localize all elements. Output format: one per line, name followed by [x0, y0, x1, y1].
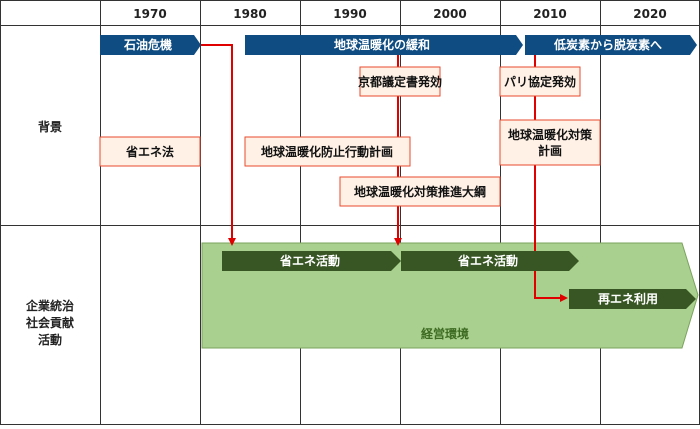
era-banner-oil-crisis [100, 35, 201, 55]
row-label-background: 背景 [38, 119, 62, 134]
year-header-1980: 1980 [233, 7, 266, 21]
event-box-energy-saving-law [99, 136, 201, 167]
year-header-1970: 1970 [133, 7, 166, 21]
activity-label-renewable: 再エネ利用 [598, 291, 658, 306]
event-box-kyoto [359, 66, 441, 97]
activity-arrow-energy-saving-1 [222, 251, 401, 271]
event-label-energy-saving-law: 省エネ法 [125, 144, 174, 159]
era-banner-mitigation [245, 35, 523, 55]
activity-label-energy-saving-1: 省エネ活動 [279, 253, 340, 268]
event-label-action-plan: 地球温暖化防止行動計画 [261, 144, 393, 159]
activity-arrow-renewable [569, 289, 696, 309]
row-label-corporate-line2: 社会貢献 [25, 315, 74, 330]
event-label-promotion-outline: 地球温暖化対策推進大綱 [354, 184, 486, 199]
era-label-oil-crisis: 石油危機 [123, 37, 172, 52]
event-box-promotion-outline [339, 176, 501, 207]
activity-arrow-energy-saving-2 [401, 251, 579, 271]
event-label-countermeasure-plan-line2: 計画 [538, 143, 562, 158]
era-banner-decarbonization [525, 35, 697, 55]
event-label-kyoto: 京都議定書発効 [358, 74, 442, 89]
era-label-mitigation: 地球温暖化の緩和 [334, 37, 430, 52]
year-header-1990: 1990 [333, 7, 366, 21]
event-box-countermeasure-plan [499, 119, 601, 166]
connector-oil-crisis [201, 44, 236, 246]
business-environment-label: 経営環境 [421, 326, 469, 341]
row-label-corporate-line1: 企業統治 [25, 298, 74, 313]
row-label-corporate-line3: 活動 [38, 332, 62, 347]
event-box-action-plan [244, 136, 411, 167]
year-header-2020: 2020 [633, 7, 666, 21]
activity-label-energy-saving-2: 省エネ活動 [457, 253, 518, 268]
event-box-paris [499, 66, 581, 97]
era-label-decarbonization: 低炭素から脱炭素へ [553, 37, 662, 52]
year-header-2010: 2010 [533, 7, 566, 21]
event-label-paris: パリ協定発効 [504, 74, 576, 89]
year-header-2000: 2000 [433, 7, 466, 21]
event-label-countermeasure-plan-line1: 地球温暖化対策 [508, 127, 593, 142]
